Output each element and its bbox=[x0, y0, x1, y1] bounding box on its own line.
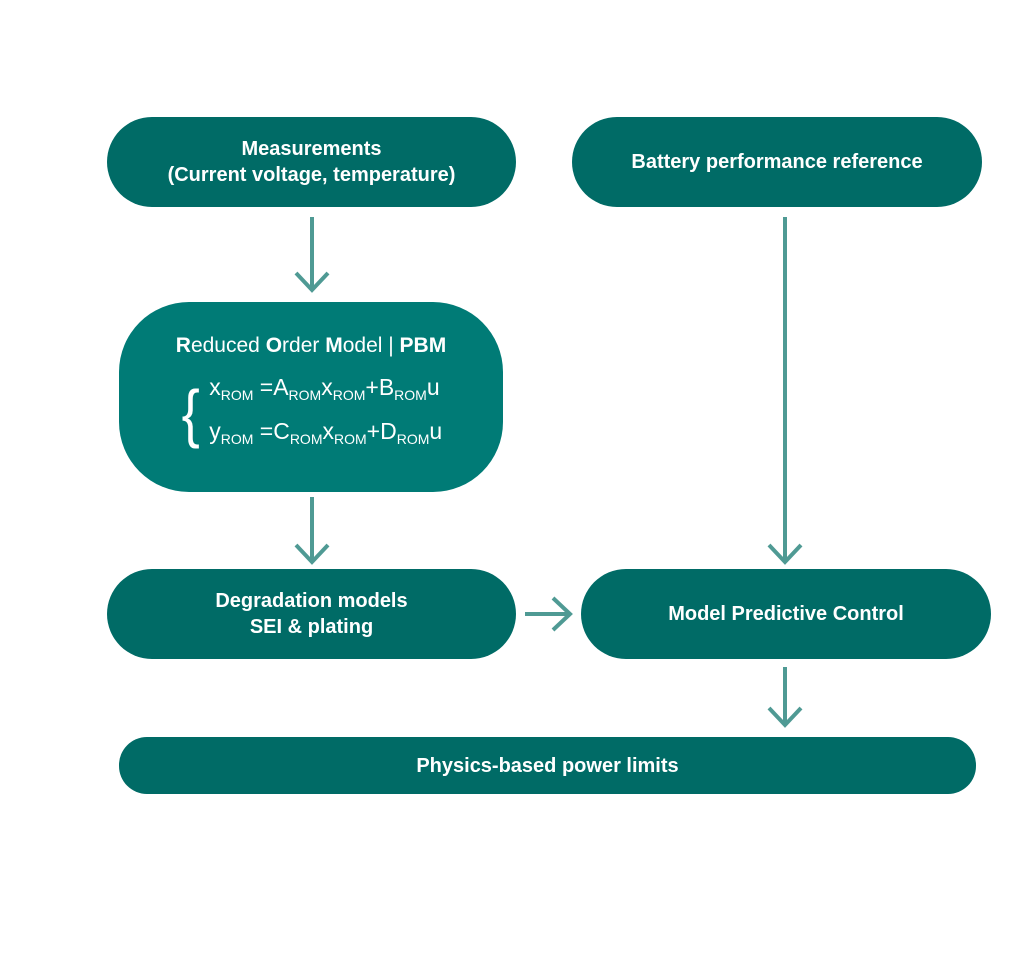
arrow-mpc-to-limits bbox=[767, 667, 803, 728]
output-equation: yROM =CROMxROM+DROMu bbox=[209, 418, 443, 447]
arrow-degradation-to-mpc bbox=[525, 596, 573, 632]
measurements-node: Measurements (Current voltage, temperatu… bbox=[107, 117, 516, 207]
mpc-node: Model Predictive Control bbox=[581, 569, 991, 659]
rom-title: Reduced Order Model | PBM bbox=[175, 334, 447, 357]
measurements-label-line1: Measurements bbox=[241, 138, 382, 160]
battery-reference-label: Battery performance reference bbox=[631, 151, 923, 173]
rom-equations: { xROM =AROMxROM+BROMu yROM =CROMxROM+DR… bbox=[180, 369, 442, 457]
rom-node: Reduced Order Model | PBM { xROM =AROMxR… bbox=[119, 302, 503, 492]
degradation-node: Degradation models SEI & plating bbox=[107, 569, 516, 659]
power-limits-node: Physics-based power limits bbox=[119, 737, 976, 794]
arrow-measurements-to-rom bbox=[294, 217, 330, 293]
power-limits-label: Physics-based power limits bbox=[416, 754, 679, 777]
brace-icon: { bbox=[181, 377, 200, 449]
degradation-label-line2: SEI & plating bbox=[249, 616, 374, 638]
arrow-rom-to-degradation bbox=[294, 497, 330, 565]
arrow-battery-to-mpc bbox=[767, 217, 803, 565]
measurements-label-line2: (Current voltage, temperature) bbox=[167, 164, 456, 186]
degradation-label-line1: Degradation models bbox=[215, 590, 408, 612]
battery-reference-node: Battery performance reference bbox=[572, 117, 982, 207]
state-equation: xROM =AROMxROM+BROMu bbox=[209, 374, 440, 403]
mpc-label: Model Predictive Control bbox=[668, 603, 904, 625]
